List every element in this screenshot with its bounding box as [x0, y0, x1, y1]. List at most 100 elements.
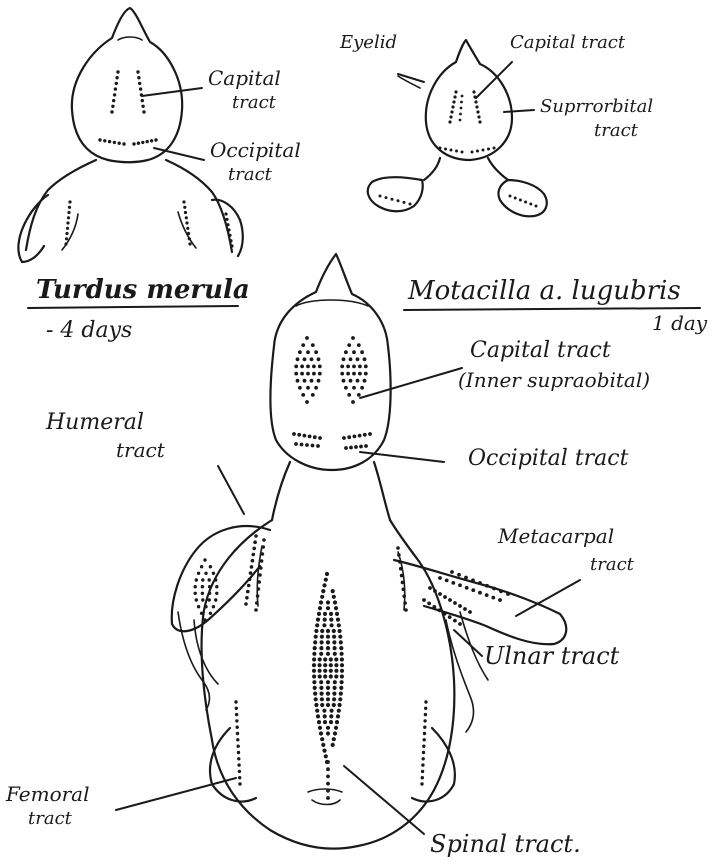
tract-dot — [318, 674, 322, 678]
tract-dot — [326, 697, 330, 701]
tract-dot — [349, 379, 353, 383]
tract-dot — [423, 719, 426, 722]
tract-dot — [208, 592, 211, 595]
tract-dot — [332, 629, 336, 633]
tract-dot — [524, 201, 527, 204]
tract-dot — [197, 572, 200, 575]
tract-dot — [445, 579, 449, 583]
tract-dot — [312, 365, 316, 369]
tract-dot — [311, 444, 315, 448]
tract-dot — [150, 139, 153, 142]
tract-dot — [195, 578, 198, 581]
tract-dot — [326, 686, 330, 690]
tract-dot — [312, 657, 316, 661]
tract-dot — [401, 581, 405, 585]
tract-dot — [114, 87, 117, 90]
tract-dot — [424, 713, 427, 716]
tract-dot — [303, 434, 307, 438]
tract-dot — [98, 138, 101, 141]
tract-dot — [323, 663, 327, 667]
tract-dot — [337, 623, 341, 627]
tract-dot — [450, 110, 453, 113]
tract-dot — [349, 446, 353, 450]
tract-dot — [66, 227, 69, 230]
tract-dot — [324, 754, 328, 758]
tract-dot — [339, 646, 343, 650]
tract-dot — [316, 714, 320, 718]
tract-dot — [468, 610, 472, 614]
tract-dot — [464, 576, 468, 580]
tract-dot — [344, 350, 348, 354]
tract-dot — [400, 574, 404, 578]
tract-dot — [451, 581, 455, 585]
tract-dot — [420, 782, 423, 785]
tract-dot — [316, 444, 320, 448]
tract-dot — [459, 113, 462, 116]
tract-dot — [294, 442, 298, 446]
tract-dot — [324, 578, 328, 582]
tract-dot — [323, 720, 327, 724]
tract-dot — [326, 760, 330, 764]
tract-dot — [197, 605, 200, 608]
tract-dot — [255, 601, 259, 605]
tract-dot — [319, 680, 323, 684]
tract-dot — [344, 446, 348, 450]
tract-dot — [359, 445, 363, 449]
tract-dot — [477, 115, 480, 118]
tract-dot — [323, 674, 327, 678]
tract-dot — [186, 227, 189, 230]
tract-dot — [184, 211, 187, 214]
tract-dot — [476, 110, 479, 113]
ulnar-label: Ulnar tract — [484, 644, 619, 668]
tract-dot — [262, 538, 266, 542]
tract-dot — [338, 703, 342, 707]
tract-dot — [308, 435, 312, 439]
tract-dot — [313, 646, 317, 650]
tract-dot — [326, 767, 330, 771]
tract-dot — [403, 601, 407, 605]
tract-dot — [329, 714, 333, 718]
tract-dot — [368, 432, 372, 436]
tract-dot — [204, 605, 207, 608]
tract-dot — [312, 372, 316, 376]
tract-dot — [340, 680, 344, 684]
tract-dot — [334, 726, 338, 730]
tract-dot — [329, 657, 333, 661]
tract-dot — [443, 612, 447, 616]
tract-dot — [453, 601, 457, 605]
tract-dot — [326, 692, 330, 696]
tract-dot — [141, 105, 144, 108]
tract-dot — [326, 606, 330, 610]
tract-dot — [423, 738, 426, 741]
tract-dot — [183, 206, 186, 209]
tract-dot — [298, 350, 302, 354]
tract-dot — [319, 686, 323, 690]
tract-dot — [326, 635, 330, 639]
tract-dot — [318, 669, 322, 673]
tract-dot — [465, 586, 469, 590]
tract-dot — [476, 150, 479, 153]
tract-dot — [320, 703, 324, 707]
tract-dot — [294, 365, 298, 369]
motacilla-small-tract-dots — [379, 90, 538, 207]
tract-dot — [297, 433, 301, 437]
tract-dot — [450, 149, 453, 152]
tract-dot — [315, 709, 319, 713]
tract-dot — [132, 142, 135, 145]
tract-dot — [141, 99, 144, 102]
tract-dot — [514, 197, 517, 200]
tract-dot — [319, 731, 323, 735]
tract-dot — [259, 566, 263, 570]
tract-dot — [320, 697, 324, 701]
tract-dot — [340, 372, 344, 376]
tract-dot — [340, 669, 344, 673]
tract-dot — [320, 595, 324, 599]
tract-dot — [474, 100, 477, 103]
tract-dot — [398, 560, 402, 564]
tract-dot — [322, 749, 326, 753]
tract-dot — [228, 234, 231, 237]
tract-dot — [471, 588, 475, 592]
motacilla-species-name: Motacilla a. lugubris — [408, 278, 681, 304]
supraorbital-label-1: Suprrorbital — [540, 98, 653, 116]
tract-dot — [303, 379, 307, 383]
